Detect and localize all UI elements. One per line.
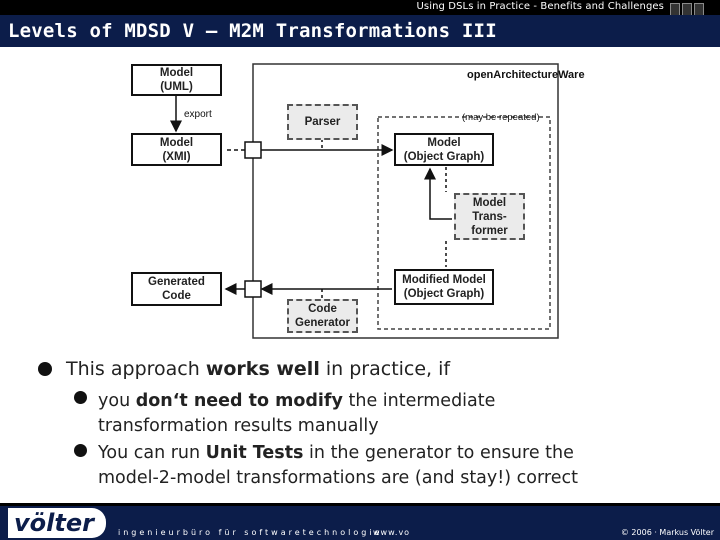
sub1-line2: transformation results manually	[98, 416, 379, 436]
footer-url[interactable]: www.vo	[373, 528, 411, 537]
footer-strip	[0, 503, 720, 506]
generated-code-box: Generated Code	[131, 272, 222, 306]
footer-bar: völter ingenieurbüro für softwaretechnol…	[0, 503, 720, 540]
oaw-label: openArchitectureWare	[467, 69, 585, 81]
sub1-bold: don‘t need to modify	[135, 391, 343, 411]
title-band: Levels of MDSD V – M2M Transformations I…	[0, 15, 720, 47]
sub2-line2: model-2-model transformations are (and s…	[98, 468, 578, 488]
model-transformer-box: Model Trans- former	[454, 193, 525, 240]
parser-box: Parser	[287, 104, 358, 140]
voelter-logo: völter	[8, 508, 106, 538]
footer-company: ingenieurbüro für softwaretechnologie	[118, 528, 383, 537]
top-strip: Using DSLs in Practice - Benefits and Ch…	[0, 0, 720, 16]
sub-bullet-1: you don‘t need to modify the intermediat…	[98, 389, 495, 439]
slide-title: Levels of MDSD V – M2M Transformations I…	[8, 20, 497, 42]
repeat-region	[377, 116, 551, 330]
xmi-port	[244, 141, 262, 159]
model-xmi-box: Model (XMI)	[131, 133, 222, 166]
header-logo-icon	[670, 1, 712, 16]
sub-bullet-2: You can run Unit Tests in the generator …	[98, 441, 578, 491]
code-generator-box: Code Generator	[287, 299, 358, 333]
main-bullet: This approach works well in practice, if	[66, 358, 450, 380]
header-bar: Using DSLs in Practice - Benefits and Ch…	[0, 0, 720, 47]
model-uml-box: Model (UML)	[131, 64, 222, 96]
may-be-repeated-label: (may be repeated)	[462, 112, 540, 123]
bullet-dot	[38, 362, 52, 376]
main-bullet-text-end: in practice, if	[319, 358, 451, 380]
diagram-connectors	[170, 63, 559, 339]
transformation-diagram: Model (UML) export Model (XMI) Generated…	[0, 47, 720, 347]
main-bullet-bold: works well	[205, 358, 320, 380]
footer-copyright: © 2006 · Markus Völter	[620, 528, 714, 537]
sub1-text: you	[98, 391, 136, 411]
sub2-text: You can run	[98, 443, 206, 463]
sub-bullet-dot	[74, 444, 87, 457]
sub1-text-end: the intermediate	[342, 391, 496, 411]
repeat-arrow	[424, 167, 452, 220]
presentation-title: Using DSLs in Practice - Benefits and Ch…	[416, 1, 664, 12]
sub2-bold: Unit Tests	[205, 443, 304, 463]
main-bullet-text: This approach	[66, 358, 206, 380]
sub2-text-end: in the generator to ensure the	[303, 443, 574, 463]
model-object-graph-box: Model (Object Graph)	[394, 133, 494, 166]
export-label: export	[184, 109, 212, 120]
sub-bullet-dot	[74, 391, 87, 404]
code-port	[244, 280, 262, 298]
modified-model-box: Modified Model (Object Graph)	[394, 269, 494, 305]
